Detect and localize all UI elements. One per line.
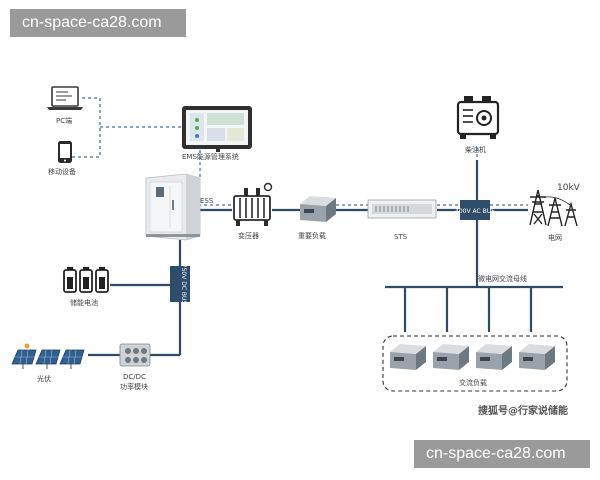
label-critical-load: 重要负载 [298,231,326,240]
label-diesel: 柴油机 [465,145,486,154]
label-pv: 光伏 [37,374,51,383]
ess-comm-link [198,150,232,206]
label-grid: 电网 [548,233,562,242]
label-sts: STS [394,233,408,241]
label-microgrid-bus: 微电网交流母线 [478,274,527,283]
ac-load-icon-3 [476,344,512,370]
battery-icon [63,267,109,293]
mobile-phone-icon [58,141,72,163]
dcdc-module-icon [119,343,151,367]
pv-panel-icon [11,343,85,369]
transformer-icon [233,182,273,226]
sts-rack-icon [367,199,437,219]
critical-load-icon [300,196,336,222]
label-kv: 10kV [557,183,581,193]
ems-monitor-icon [182,106,252,152]
label-ess: ESS [200,197,214,205]
label-ems: EMS能源管理系统 [182,152,239,161]
ac-load-icon-4 [519,344,555,370]
watermark-bottom: cn-space-ca28.com [414,440,590,468]
diesel-generator-icon [456,96,500,139]
label-ac-load: 交流负载 [459,378,487,387]
watermark-top: cn-space-ca28.com [10,9,186,37]
label-dcdc-line2: 功率模块 [120,382,148,391]
ac-bus-box: 400V AC BUS [455,200,495,220]
label-mobile: 移动设备 [48,167,76,176]
power-lines [88,160,563,357]
label-battery: 储能电池 [70,298,98,307]
label-dcdc-line1: DC/DC [123,373,146,381]
grid-tower-icon [529,189,578,227]
laptop-icon [47,86,83,110]
source-note: 搜狐号@行家说储能 [478,404,568,417]
ac-load-group-border [382,335,568,392]
ac-load-icon-1 [390,344,426,370]
pc-link [82,97,101,157]
label-pc: PC端 [56,116,72,125]
dc-bus-box: 750V DC BUS [170,264,190,305]
ess-cabinet-icon [145,173,201,241]
label-transformer: 变压器 [238,231,259,240]
dc-bus-label: 750V DC BUS [180,264,187,305]
ac-bus-label: 400V AC BUS [455,208,495,215]
ac-load-icon-2 [433,344,469,370]
